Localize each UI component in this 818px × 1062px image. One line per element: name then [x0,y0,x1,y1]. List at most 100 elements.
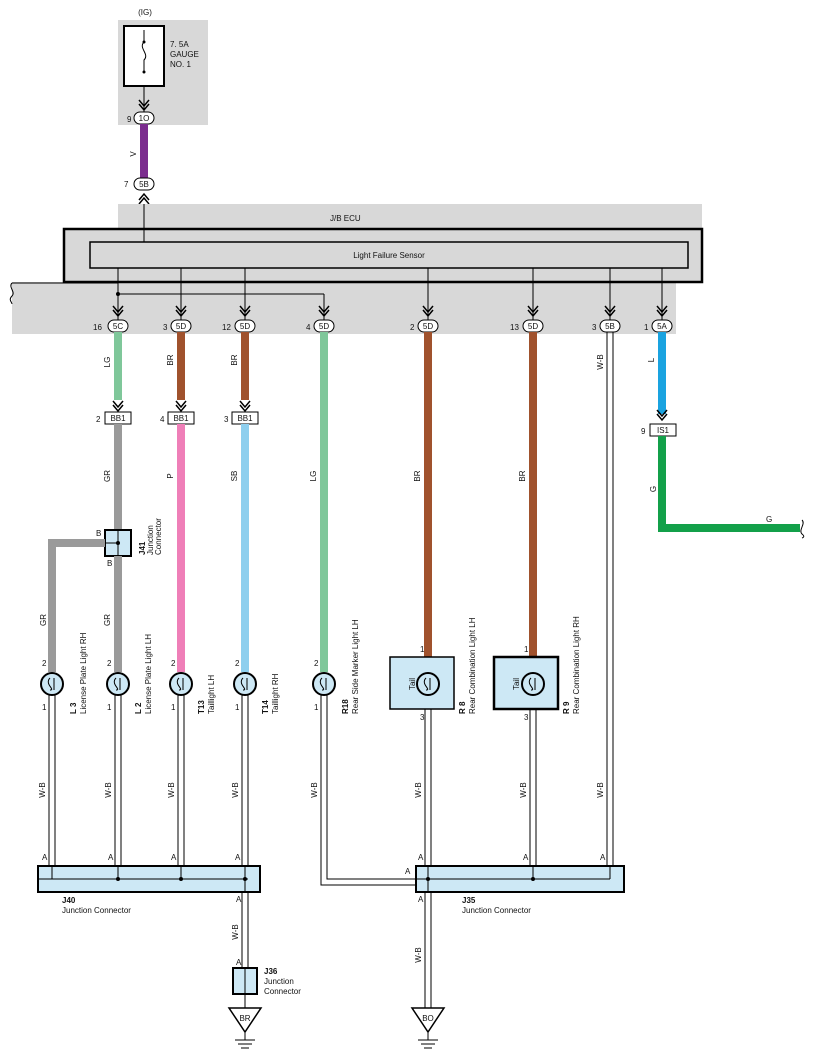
ground-icon [410,1007,446,1034]
svg-text:BB1: BB1 [237,414,253,423]
wire-lg-2 [320,332,328,672]
wire-break-icon [800,519,805,539]
svg-text:5B: 5B [605,322,615,331]
pin-a: A [418,895,424,904]
svg-text:5C: 5C [113,322,123,331]
wire-br-1 [177,332,185,400]
bulb-icon [240,677,248,691]
wire-br-3 [424,332,432,657]
svg-text:1: 1 [235,703,240,712]
wire-gr-l3 [48,539,105,672]
svg-text:5D: 5D [176,322,186,331]
svg-text:2: 2 [171,659,176,668]
ecu-connector-1-5a: 1 5A [644,305,673,333]
ecu-connector-3-5b: 3 5B [592,305,621,333]
j35-name: Junction Connector [462,906,531,915]
ground-br-label: BR [239,1014,250,1023]
wire-label: BR [413,470,422,481]
svg-text:R 9: R 9 [562,701,571,714]
lamp-t13: 2 1 T13 Taillight LH [169,659,216,714]
bulb-icon [528,677,536,691]
bulb-icon [47,677,55,691]
svg-text:T14: T14 [261,700,270,714]
svg-text:12: 12 [222,323,231,332]
conn-5b-pin: 7 [124,180,129,189]
bb1-connector-2: 2 BB1 [96,400,132,425]
wire-label: BR [230,354,239,365]
jb-ecu-panel-top [118,204,702,230]
svg-text:4: 4 [306,323,311,332]
splice-dot [531,877,535,881]
svg-text:Rear Side Marker Light LH: Rear Side Marker Light LH [351,619,360,714]
svg-text:5D: 5D [319,322,329,331]
wire-label: L [647,357,656,362]
is1-connector: 9 IS1 [641,409,677,437]
conn-1o-pin: 9 [127,115,132,124]
j41-pin-b: B [96,529,101,538]
wire-label: W-B [104,782,113,797]
svg-text:T13: T13 [197,700,206,714]
lamp-t14: 2 1 T14 Taillight RH [233,659,280,714]
svg-text:1: 1 [171,703,176,712]
wire-label: BR [518,470,527,481]
ecu-connector-3-5d: 3 5D [163,305,192,333]
splice-dot [116,541,120,545]
wire-label: W-B [596,782,605,797]
wire-label: GR [103,614,112,626]
svg-text:2: 2 [314,659,319,668]
j41-name: Junction [146,525,155,555]
j41-name: Connector [154,518,163,555]
splice-dot [243,877,247,881]
svg-text:13: 13 [510,323,519,332]
conn-5b-top [133,177,155,191]
svg-text:Rear Combination Light LH: Rear Combination Light LH [468,617,477,714]
conn-5b-code: 5B [139,180,149,189]
wire-v [140,124,148,178]
svg-text:License Plate Light RH: License Plate Light RH [79,632,88,714]
wire-label: W-B [519,782,528,797]
svg-text:3: 3 [592,323,597,332]
pin-a: A [108,853,114,862]
svg-text:L 3: L 3 [69,702,78,714]
svg-text:1: 1 [644,323,649,332]
pin-a: A [171,853,177,862]
svg-text:R 8: R 8 [458,701,467,714]
splice-dot [116,877,120,881]
wire-sb [241,424,249,672]
svg-text:2: 2 [410,323,415,332]
bulb-icon [176,677,184,691]
pin-a: A [42,853,48,862]
svg-text:BB1: BB1 [110,414,126,423]
sensor-label: Light Failure Sensor [353,251,425,260]
bulb-icon [113,677,121,691]
j36-name: Connector [264,987,301,996]
wire-label: W-B [596,354,605,369]
svg-text:IS1: IS1 [657,426,670,435]
wire-label: GR [103,470,112,482]
jb-ecu-label: J/B ECU [330,214,361,223]
svg-text:5D: 5D [528,322,538,331]
j40-name: Junction Connector [62,906,131,915]
wire-label: W-B [231,782,240,797]
wire-br-4 [529,332,537,657]
ground-bo-label: BO [422,1014,434,1023]
wire-label: W-B [231,924,240,939]
connector-arrow-icon [138,192,150,205]
svg-text:2: 2 [42,659,47,668]
svg-text:BB1: BB1 [173,414,189,423]
fuse-rating: 7. 5A [170,40,189,49]
bulb-icon [423,677,431,691]
j36-name: Junction [264,977,294,986]
wire-gr [114,424,122,530]
wire-label: W-B [38,782,47,797]
j35-id: J35 [462,896,476,905]
svg-text:L 2: L 2 [134,702,143,714]
ground-symbol-icon [235,1032,255,1049]
svg-text:2: 2 [107,659,112,668]
svg-text:4: 4 [160,415,165,424]
bb1-connector-4: 4 BB1 [160,400,195,425]
wire-label: LG [309,471,318,482]
lamp-l3: 2 1 L 3 License Plate Light RH [40,632,88,714]
wire-label: G [766,515,772,524]
